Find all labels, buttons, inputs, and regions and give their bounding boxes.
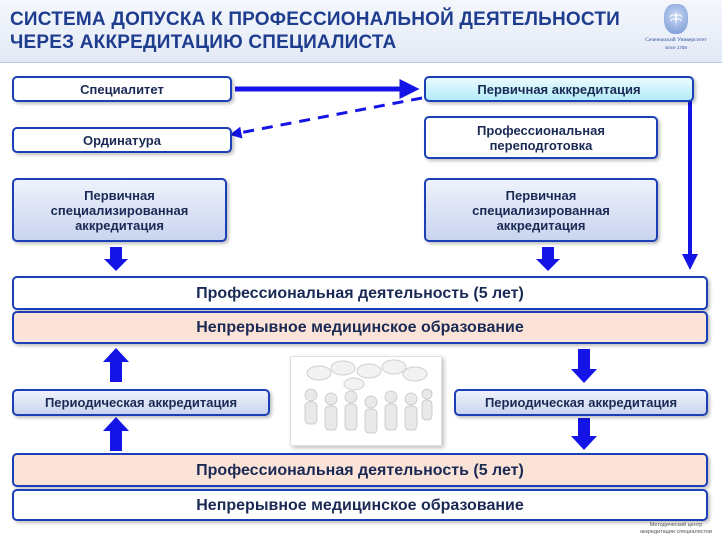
periodic-accreditation-left-box: Периодическая аккредитация <box>12 389 270 416</box>
cme-top-band: Непрерывное медицинское образование <box>12 311 708 344</box>
down-arrow-right-mid <box>571 349 597 383</box>
title-line-2: ЧЕРЕЗ АККРЕДИТАЦИЮ СПЕЦИАЛИСТА <box>10 32 397 53</box>
right-primary-specialized-box: Первичная специализированная аккредитаци… <box>424 178 658 242</box>
slide-title: СИСТЕМА ДОПУСКА К ПРОФЕССИОНАЛЬНОЙ ДЕЯТЕ… <box>10 8 630 54</box>
logo-since: since 1758 <box>665 45 687 50</box>
down-arrow-left-top <box>104 247 128 271</box>
title-line-1: СИСТЕМА ДОПУСКА К ПРОФЕССИОНАЛЬНОЙ ДЕЯТЕ… <box>10 9 620 30</box>
title-band: СИСТЕМА ДОПУСКА К ПРОФЕССИОНАЛЬНОЙ ДЕЯТЕ… <box>0 0 722 63</box>
down-arrow-right-low <box>571 418 597 450</box>
specialitet-box: Специалитет <box>12 76 232 102</box>
down-arrow-right-top <box>536 247 560 271</box>
prof-activity-bottom-band: Профессиональная деятельность (5 лет) <box>12 453 708 487</box>
footer-note: Методический центр аккредитации специали… <box>636 522 716 535</box>
cme-bottom-band: Непрерывное медицинское образование <box>12 489 708 521</box>
primary-accreditation-box: Первичная аккредитация <box>424 76 694 102</box>
tree-emblem-icon <box>664 4 688 34</box>
up-arrow-left-mid <box>103 348 129 382</box>
people-discussion-image <box>290 356 442 446</box>
logo-name: Сеченовский Университет <box>645 37 707 43</box>
ordinatura-box: Ординатура <box>12 127 232 153</box>
prof-activity-top-band: Профессиональная деятельность (5 лет) <box>12 276 708 310</box>
left-primary-specialized-box: Первичная специализированная аккредитаци… <box>12 178 227 242</box>
retraining-box: Профессиональная переподготовка <box>424 116 658 159</box>
periodic-accreditation-right-box: Периодическая аккредитация <box>454 389 708 416</box>
footer-line-2: аккредитации специалистов <box>639 528 713 535</box>
footer-line-1: Методический центр <box>649 522 703 528</box>
university-logo: Сеченовский Университет since 1758 <box>640 4 712 56</box>
up-arrow-left-low <box>103 417 129 451</box>
arrow-primary-to-ordinatura-dashed <box>229 96 423 139</box>
